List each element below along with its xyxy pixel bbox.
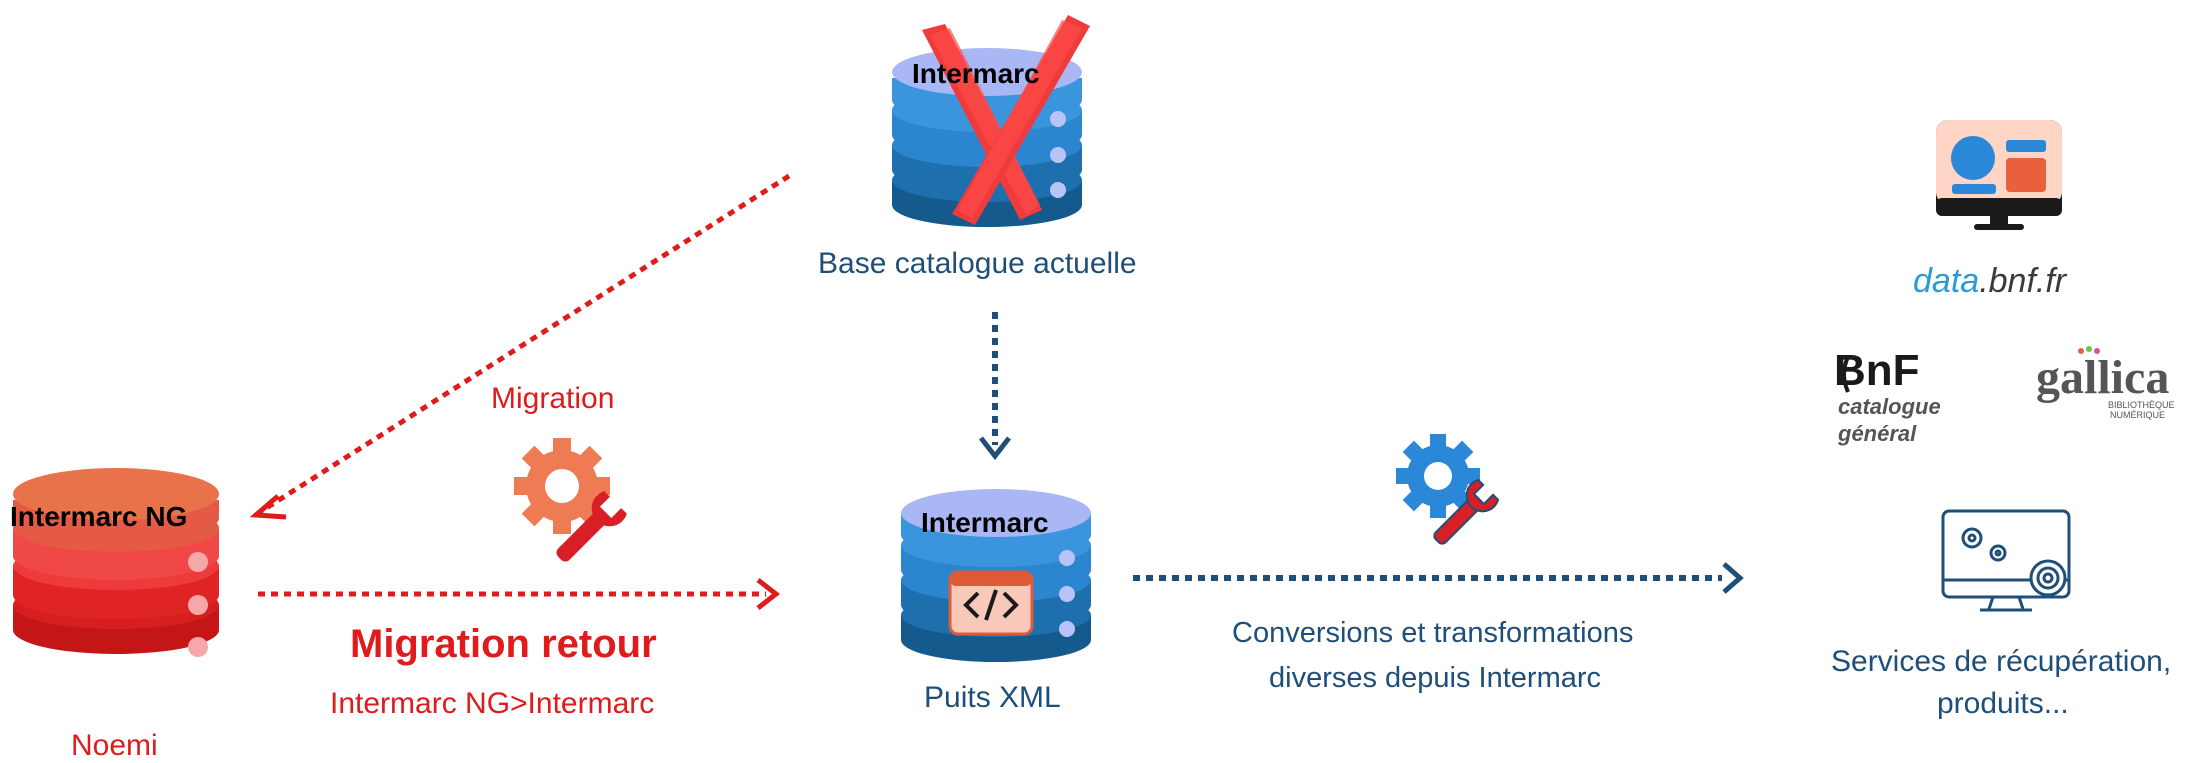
databnf-label: data.bnf.fr bbox=[1913, 262, 2066, 301]
gallica-line1: BIBLIOTHÈQUE bbox=[2108, 400, 2175, 410]
gallica-logo bbox=[2078, 346, 2100, 354]
monitor-dashboard-icon bbox=[1936, 120, 2062, 230]
bnf-catalogue-logo bbox=[1842, 356, 1850, 393]
extract-arrowhead bbox=[979, 436, 1011, 461]
gear-wrench-icon-blue bbox=[1396, 434, 1500, 545]
conversions-line1: Conversions et transformations bbox=[1232, 617, 1634, 649]
databnf-part-a: data bbox=[1913, 262, 1980, 300]
ng-db-caption: Noemi bbox=[71, 729, 158, 762]
services-line2: produits... bbox=[1937, 687, 2069, 720]
xml-db-caption: Puits XML bbox=[924, 681, 1061, 714]
services-line1: Services de récupération, bbox=[1831, 645, 2172, 678]
ng-database-icon bbox=[13, 468, 219, 657]
migration-arrow bbox=[258, 173, 791, 515]
monitor-gears-icon bbox=[1941, 509, 2071, 612]
x-cross-icon bbox=[922, 15, 1090, 225]
xml-db-title: Intermarc bbox=[921, 507, 1049, 538]
gear-wrench-icon bbox=[514, 438, 627, 562]
current-db-title: Intermarc bbox=[912, 58, 1040, 89]
conversions-line2: diverses depuis Intermarc bbox=[1269, 662, 1602, 694]
current-db-caption: Base catalogue actuelle bbox=[818, 247, 1137, 280]
bnf-catalogue-line1: catalogue bbox=[1838, 394, 1941, 419]
migration-back-sublabel: Intermarc NG>Intermarc bbox=[330, 687, 655, 720]
code-window-icon bbox=[948, 570, 1034, 636]
gallica-logo-text: gallica bbox=[2036, 351, 2170, 404]
migration-back-arrowhead bbox=[756, 578, 781, 610]
migration-back-label: Migration retour bbox=[350, 622, 657, 666]
migration-label: Migration bbox=[491, 382, 615, 415]
bnf-catalogue-line2: général bbox=[1838, 421, 1917, 446]
bnf-logo-text: BnF bbox=[1834, 346, 1920, 395]
gallica-line2: NUMÉRIQUE bbox=[2110, 410, 2166, 420]
ng-db-title: Intermarc NG bbox=[10, 501, 188, 532]
databnf-part-b: .bnf.fr bbox=[1979, 262, 2067, 300]
conversion-arrowhead bbox=[1722, 562, 1744, 594]
migration-arrowhead bbox=[249, 494, 287, 520]
